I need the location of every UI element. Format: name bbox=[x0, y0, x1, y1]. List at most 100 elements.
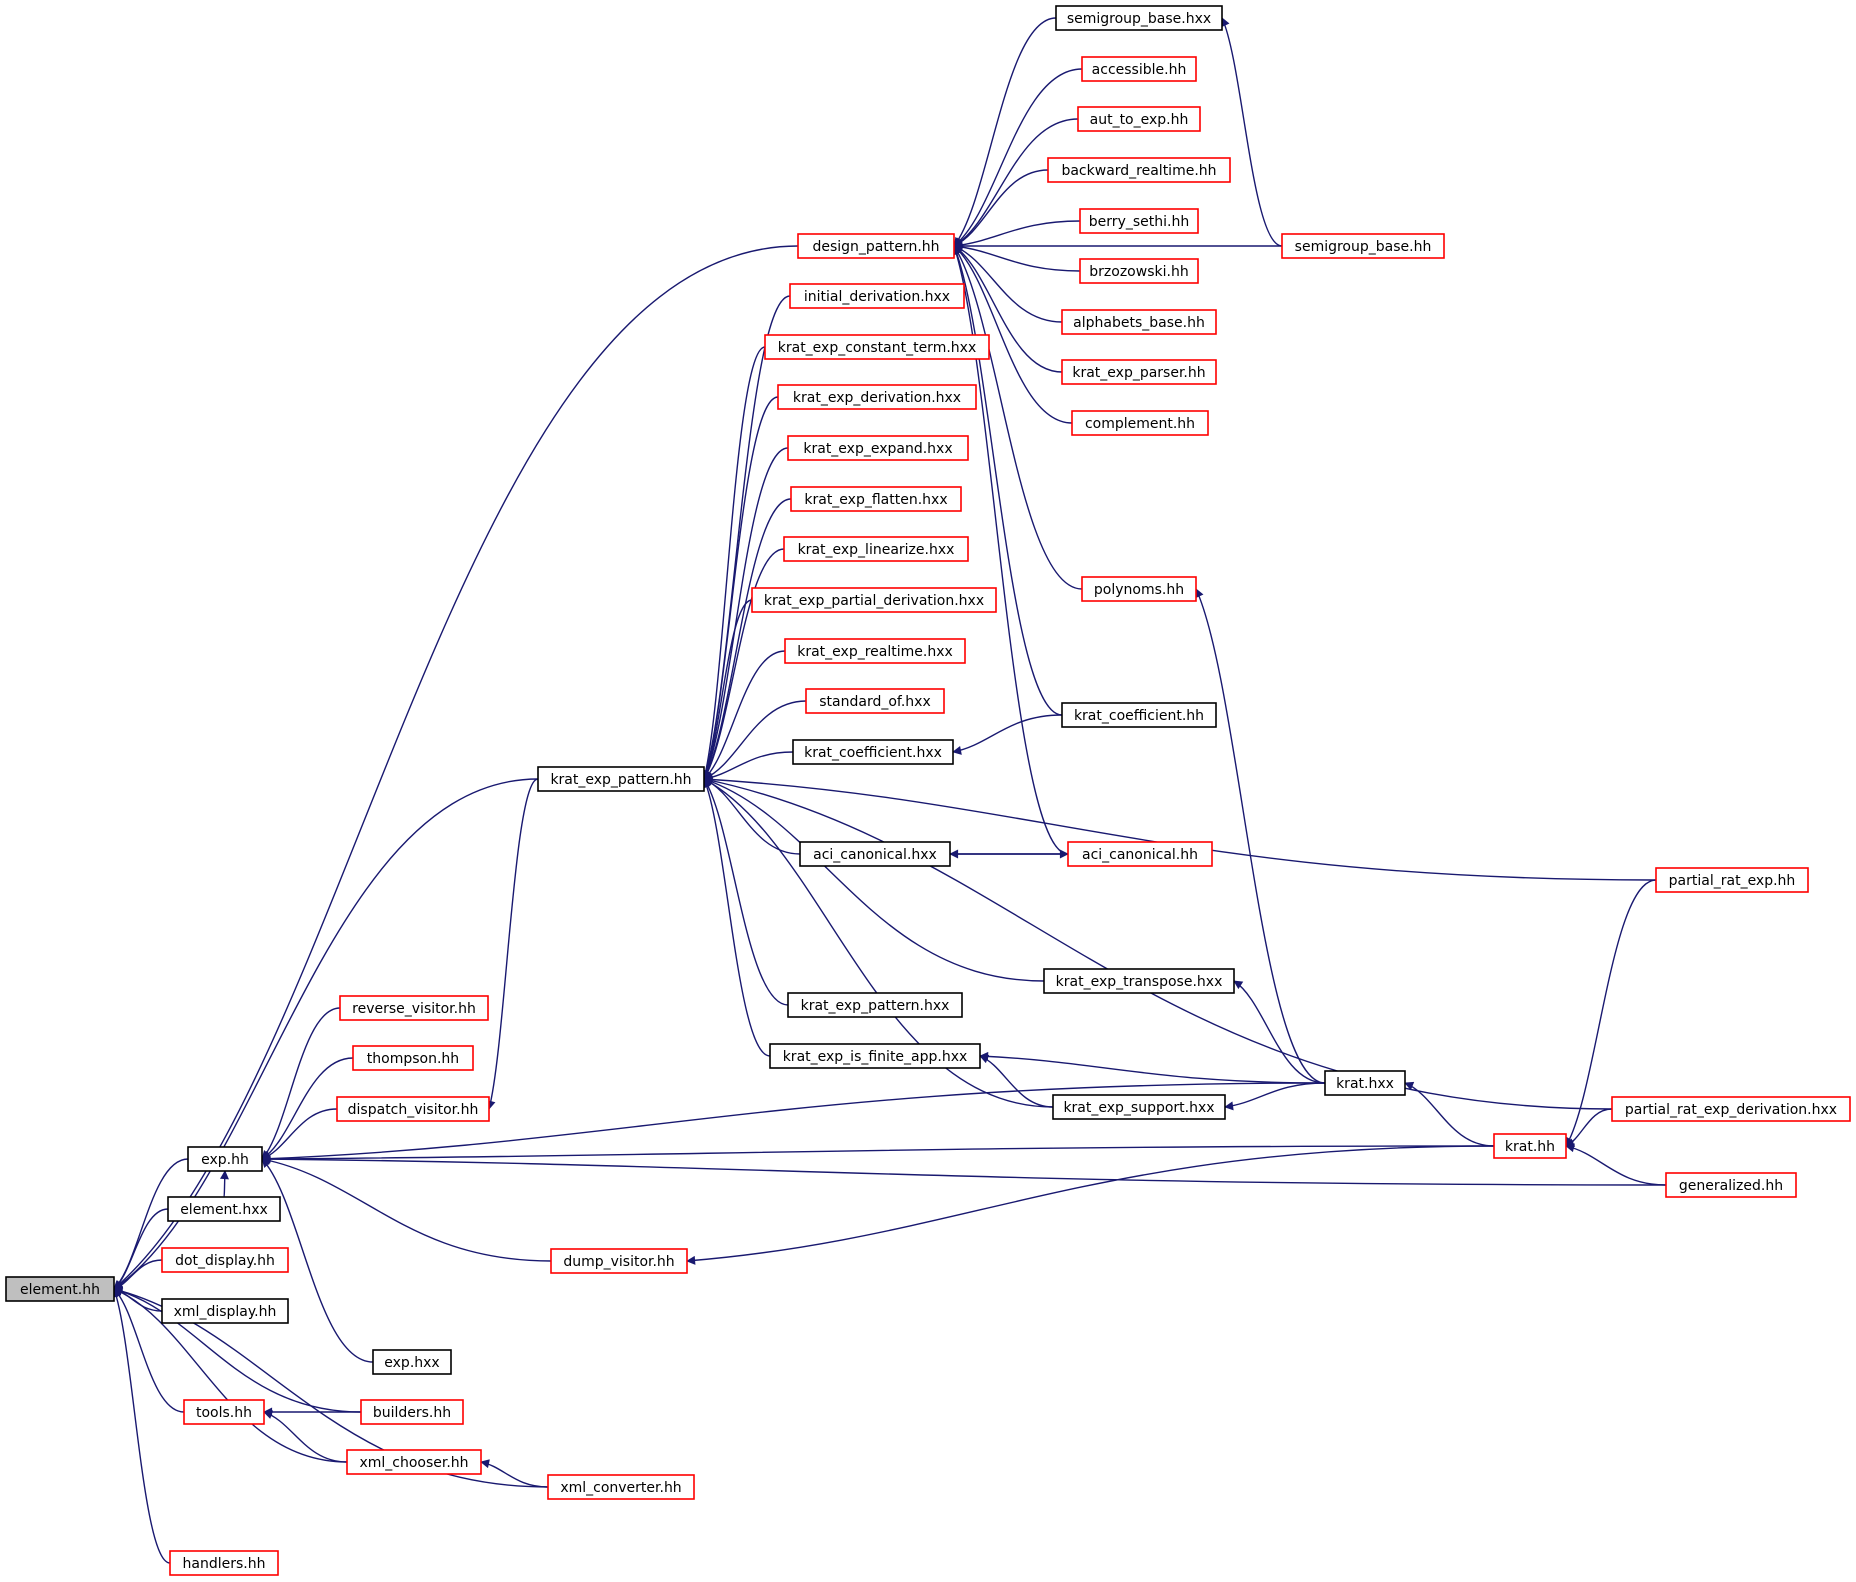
node-xml-chooser-hh[interactable]: xml_chooser.hh bbox=[346, 1449, 482, 1475]
node-box bbox=[792, 739, 954, 765]
edge-krat-hh-to-exp-hh bbox=[261, 1145, 1495, 1164]
edge-dispatch-visitor-hh-to-exp-hh bbox=[261, 1108, 338, 1161]
node-krat-exp-flatten-hxx[interactable]: krat_exp_flatten.hxx bbox=[790, 486, 962, 512]
node-aci-canonical-hxx[interactable]: aci_canonical.hxx bbox=[799, 841, 951, 867]
edge-handlers-hh-to-element-hh bbox=[112, 1288, 171, 1564]
edge-krat-exp-parser-hh-to-design-pattern-hh bbox=[953, 245, 1063, 373]
node-element-hxx[interactable]: element.hxx bbox=[167, 1196, 281, 1222]
node-label: krat_exp_realtime.hxx bbox=[797, 644, 953, 660]
node-handlers-hh[interactable]: handlers.hh bbox=[169, 1550, 279, 1576]
node-krat-exp-constant-term-hxx[interactable]: krat_exp_constant_term.hxx bbox=[764, 334, 990, 360]
node-box bbox=[1493, 1133, 1567, 1159]
node-dot-display-hh[interactable]: dot_display.hh bbox=[161, 1247, 289, 1273]
node-exp-hxx[interactable]: exp.hxx bbox=[372, 1349, 452, 1375]
edge-krat-hxx-to-krat-exp-support-hxx bbox=[1224, 1082, 1326, 1111]
node-krat-coefficient-hxx[interactable]: krat_coefficient.hxx bbox=[792, 739, 954, 765]
node-aci-canonical-hh[interactable]: aci_canonical.hh bbox=[1067, 841, 1213, 867]
node-krat-exp-pattern-hxx[interactable]: krat_exp_pattern.hxx bbox=[787, 992, 963, 1018]
edge-line bbox=[953, 169, 1049, 247]
node-box bbox=[789, 283, 965, 309]
edge-line bbox=[113, 1288, 348, 1463]
edge-krat-hh-to-dump-visitor-hh bbox=[686, 1145, 1495, 1265]
edge-krat-exp-constant-term-hxx-to-krat-exp-pattern-hh bbox=[701, 346, 766, 780]
node-krat-exp-derivation-hxx[interactable]: krat_exp_derivation.hxx bbox=[777, 384, 977, 410]
node-accessible-hh[interactable]: accessible.hh bbox=[1081, 56, 1197, 82]
node-box bbox=[797, 233, 955, 259]
edge-line bbox=[1565, 1108, 1613, 1147]
node-label: reverse_visitor.hh bbox=[352, 1001, 476, 1017]
node-dispatch-visitor-hh[interactable]: dispatch_visitor.hh bbox=[336, 1096, 490, 1122]
node-box bbox=[372, 1349, 452, 1375]
node-label: krat_exp_transpose.hxx bbox=[1056, 974, 1223, 990]
node-krat-exp-is-finite-app-hxx[interactable]: krat_exp_is_finite_app.hxx bbox=[769, 1043, 981, 1069]
node-berry-sethi-hh[interactable]: berry_sethi.hh bbox=[1079, 208, 1199, 234]
node-box bbox=[1079, 208, 1199, 234]
node-brzozowski-hh[interactable]: brzozowski.hh bbox=[1079, 258, 1199, 284]
node-tools-hh[interactable]: tools.hh bbox=[183, 1399, 265, 1425]
node-box bbox=[550, 1248, 688, 1274]
node-reverse-visitor-hh[interactable]: reverse_visitor.hh bbox=[339, 995, 489, 1021]
node-alphabets-base-hh[interactable]: alphabets_base.hh bbox=[1061, 309, 1217, 335]
edge-line bbox=[261, 1057, 354, 1160]
node-krat-exp-partial-derivation-hxx[interactable]: krat_exp_partial_derivation.hxx bbox=[751, 587, 997, 613]
node-krat-coefficient-hh[interactable]: krat_coefficient.hh bbox=[1061, 702, 1217, 728]
node-krat-hh[interactable]: krat.hh bbox=[1493, 1133, 1567, 1159]
node-krat-exp-linearize-hxx[interactable]: krat_exp_linearize.hxx bbox=[783, 536, 969, 562]
edge-backward-realtime-hh-to-design-pattern-hh bbox=[953, 169, 1049, 247]
node-initial-derivation-hxx[interactable]: initial_derivation.hxx bbox=[789, 283, 965, 309]
node-box bbox=[751, 587, 997, 613]
node-exp-hh[interactable]: exp.hh bbox=[187, 1146, 263, 1172]
node-polynoms-hh[interactable]: polynoms.hh bbox=[1081, 576, 1197, 602]
node-partial-rat-exp-derivation-hxx[interactable]: partial_rat_exp_derivation.hxx bbox=[1611, 1096, 1851, 1122]
node-box bbox=[167, 1196, 281, 1222]
edge-line bbox=[1565, 1143, 1667, 1186]
edge-line bbox=[263, 1410, 348, 1463]
node-xml-converter-hh[interactable]: xml_converter.hh bbox=[547, 1474, 695, 1500]
node-label: dump_visitor.hh bbox=[563, 1254, 674, 1270]
edge-line bbox=[953, 242, 1081, 272]
edge-line bbox=[702, 778, 771, 1057]
node-aut-to-exp-hh[interactable]: aut_to_exp.hh bbox=[1077, 106, 1201, 132]
node-label: krat_exp_flatten.hxx bbox=[804, 492, 947, 508]
node-box bbox=[783, 536, 969, 562]
node-thompson-hh[interactable]: thompson.hh bbox=[352, 1045, 474, 1071]
node-generalized-hh[interactable]: generalized.hh bbox=[1665, 1172, 1797, 1198]
node-krat-exp-pattern-hh[interactable]: krat_exp_pattern.hh bbox=[537, 766, 705, 792]
node-partial-rat-exp-hh[interactable]: partial_rat_exp.hh bbox=[1655, 867, 1809, 893]
edge-line bbox=[953, 68, 1083, 247]
node-box bbox=[1043, 968, 1235, 994]
node-krat-exp-parser-hh[interactable]: krat_exp_parser.hh bbox=[1061, 359, 1217, 385]
node-krat-hxx[interactable]: krat.hxx bbox=[1324, 1070, 1406, 1096]
node-box bbox=[360, 1399, 464, 1425]
node-label: semigroup_base.hxx bbox=[1067, 11, 1211, 27]
edge-line bbox=[219, 1170, 229, 1198]
node-label: krat_exp_partial_derivation.hxx bbox=[764, 593, 984, 609]
node-semigroup-base-hxx[interactable]: semigroup_base.hxx bbox=[1055, 5, 1223, 31]
node-box bbox=[346, 1449, 482, 1475]
edge-line bbox=[261, 1082, 1326, 1164]
node-krat-exp-transpose-hxx[interactable]: krat_exp_transpose.hxx bbox=[1043, 968, 1235, 994]
node-box bbox=[769, 1043, 981, 1069]
node-label: backward_realtime.hh bbox=[1061, 163, 1216, 179]
node-builders-hh[interactable]: builders.hh bbox=[360, 1399, 464, 1425]
node-label: krat_exp_derivation.hxx bbox=[793, 390, 961, 406]
node-standard-of-hxx[interactable]: standard_of.hxx bbox=[805, 688, 945, 714]
node-design-pattern-hh[interactable]: design_pattern.hh bbox=[797, 233, 955, 259]
node-complement-hh[interactable]: complement.hh bbox=[1071, 410, 1209, 436]
node-label: dot_display.hh bbox=[175, 1253, 275, 1269]
node-label: xml_display.hh bbox=[174, 1304, 277, 1320]
node-box bbox=[790, 486, 962, 512]
node-backward-realtime-hh[interactable]: backward_realtime.hh bbox=[1047, 157, 1231, 183]
node-semigroup-base-hh[interactable]: semigroup_base.hh bbox=[1281, 233, 1445, 259]
node-xml-display-hh[interactable]: xml_display.hh bbox=[161, 1298, 289, 1324]
node-krat-exp-support-hxx[interactable]: krat_exp_support.hxx bbox=[1052, 1094, 1226, 1120]
node-dump-visitor-hh[interactable]: dump_visitor.hh bbox=[550, 1248, 688, 1274]
edge-line bbox=[953, 245, 1063, 373]
node-krat-exp-realtime-hxx[interactable]: krat_exp_realtime.hxx bbox=[784, 638, 966, 664]
node-box bbox=[1077, 106, 1201, 132]
edge-line bbox=[979, 1054, 1054, 1108]
edge-line bbox=[261, 1108, 338, 1161]
edge-line bbox=[113, 1286, 362, 1413]
node-krat-exp-expand-hxx[interactable]: krat_exp_expand.hxx bbox=[787, 435, 969, 461]
node-box bbox=[1061, 702, 1217, 728]
